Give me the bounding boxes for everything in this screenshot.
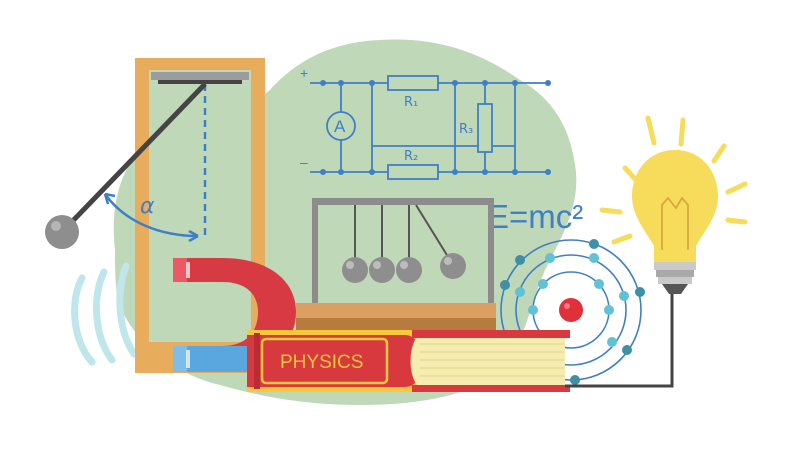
- book-title: PHYSICS: [280, 352, 363, 373]
- bulb-wire: [565, 292, 674, 388]
- atom-icon: [500, 239, 645, 385]
- plus-sign: +: [300, 65, 308, 81]
- resistor-r1-label: R₁: [404, 95, 418, 110]
- resistor-r2-label: R₂: [404, 149, 418, 164]
- pendulum-frame: [135, 58, 265, 373]
- wave-arcs: [71, 262, 138, 366]
- minus-sign: –: [300, 154, 308, 170]
- circuit-diagram-icon: [310, 75, 551, 180]
- nucleus: [559, 298, 583, 322]
- pendulum-icon: α: [45, 82, 207, 249]
- ammeter-label: A: [334, 117, 346, 136]
- book-icon: PHYSICS: [247, 330, 570, 392]
- angle-label: α: [140, 194, 155, 219]
- equation-text: E=mc²: [487, 198, 583, 235]
- resistor-r3-label: R₃: [459, 122, 473, 137]
- angle-arc: [103, 193, 199, 238]
- light-bulb-icon: [599, 115, 748, 294]
